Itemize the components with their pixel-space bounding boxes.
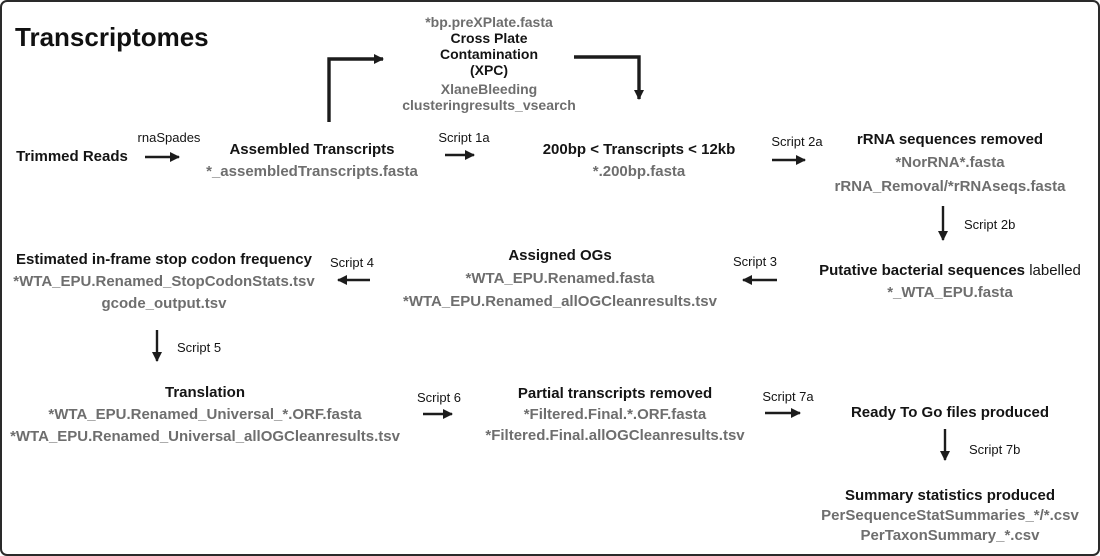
node-title: Contamination: [440, 46, 538, 62]
file-label: *Filtered.Final.allOGCleanresults.tsv: [485, 427, 745, 444]
file-label: *WTA_EPU.Renamed_Universal_*.ORF.fasta: [48, 406, 362, 423]
file-label: *_WTA_EPU.fasta: [887, 284, 1013, 301]
page-title: Transcriptomes: [15, 22, 209, 52]
node-title: Assigned OGs: [508, 247, 612, 264]
file-label: PerSequenceStatSummaries_*/*.csv: [821, 507, 1079, 524]
node-title: Summary statistics produced: [844, 487, 1056, 504]
node-title: Trimmed Reads: [16, 148, 128, 165]
node-translation: Translation *WTA_EPU.Renamed_Universal_*…: [10, 382, 400, 448]
node-title: Cross Plate: [450, 30, 528, 46]
file-label: PerTaxonSummary_*.csv: [860, 527, 1040, 544]
file-label: *WTA_EPU.Renamed.fasta: [465, 270, 655, 287]
node-title: Putative bacterial sequences labelled: [819, 262, 1081, 279]
node-rrna-sequences-removed: rRNA sequences removed *NorRNA*.fasta rR…: [835, 129, 1066, 199]
edge-label-script-6: Script 6: [416, 390, 462, 405]
node-assigned-ogs: Assigned OGs *WTA_EPU.Renamed.fasta *WTA…: [403, 245, 717, 313]
node-stop-codon-frequency: Estimated in-frame stop codon frequency …: [13, 249, 314, 315]
node-title: Assembled Transcripts: [229, 141, 395, 158]
node-title: 200bp < Transcripts < 12kb: [542, 141, 736, 158]
file-label: *.200bp.fasta: [592, 163, 686, 180]
node-partial-transcripts-removed: Partial transcripts removed *Filtered.Fi…: [485, 383, 744, 446]
node-title: Ready To Go files produced: [850, 404, 1050, 421]
file-label: *Filtered.Final.*.ORF.fasta: [523, 406, 707, 423]
file-label: clusteringresults_vsearch: [402, 97, 576, 113]
file-label: *WTA_EPU.Renamed_allOGCleanresults.tsv: [403, 293, 717, 310]
edge-label-script-5: Script 5: [177, 340, 222, 355]
file-label: *NorRNA*.fasta: [895, 154, 1005, 171]
file-label: *bp.preXPlate.fasta: [425, 14, 553, 30]
node-trimmed-reads: Trimmed Reads: [16, 146, 128, 168]
edge-label-script-2a: Script 2a: [771, 134, 823, 149]
node-title: (XPC): [469, 62, 509, 78]
edge-label-rnaspades: rnaSpades: [137, 130, 201, 145]
node-putative-bacterial-labelled: Putative bacterial sequences labelled *_…: [819, 260, 1081, 304]
edge-label-script-7b: Script 7b: [969, 442, 1021, 457]
arrow-assembled-to-xpc: [327, 54, 384, 122]
node-size-filtered-transcripts: 200bp < Transcripts < 12kb *.200bp.fasta: [543, 139, 736, 183]
node-title: rRNA sequences removed: [856, 131, 1044, 148]
node-title: Estimated in-frame stop codon frequency: [16, 251, 312, 268]
file-label: rRNA_Removal/*rRNAseqs.fasta: [834, 178, 1066, 195]
file-label: *_assembledTranscripts.fasta: [206, 163, 418, 180]
edge-label-script-3: Script 3: [732, 254, 778, 269]
edge-label-script-7a: Script 7a: [762, 389, 814, 404]
arrow-xpc-to-size-filter: [574, 55, 644, 100]
node-cross-plate-contamination: *bp.preXPlate.fasta Cross Plate Contamin…: [402, 14, 576, 113]
edge-label-script-1a: Script 1a: [438, 130, 490, 145]
node-title: Partial transcripts removed: [517, 385, 713, 402]
file-label: *WTA_EPU.Renamed_Universal_allOGCleanres…: [10, 428, 400, 445]
edge-label-script-2b: Script 2b: [964, 217, 1016, 232]
file-label: XlaneBleeding: [440, 81, 538, 97]
file-label: *WTA_EPU.Renamed_StopCodonStats.tsv: [13, 273, 315, 290]
node-assembled-transcripts: Assembled Transcripts *_assembledTranscr…: [206, 139, 418, 183]
node-summary-statistics: Summary statistics produced PerSequenceS…: [821, 485, 1079, 546]
node-ready-to-go: Ready To Go files produced: [851, 402, 1049, 424]
node-title: Translation: [164, 384, 246, 401]
file-label: gcode_output.tsv: [101, 295, 227, 312]
edge-label-script-4: Script 4: [329, 255, 375, 270]
